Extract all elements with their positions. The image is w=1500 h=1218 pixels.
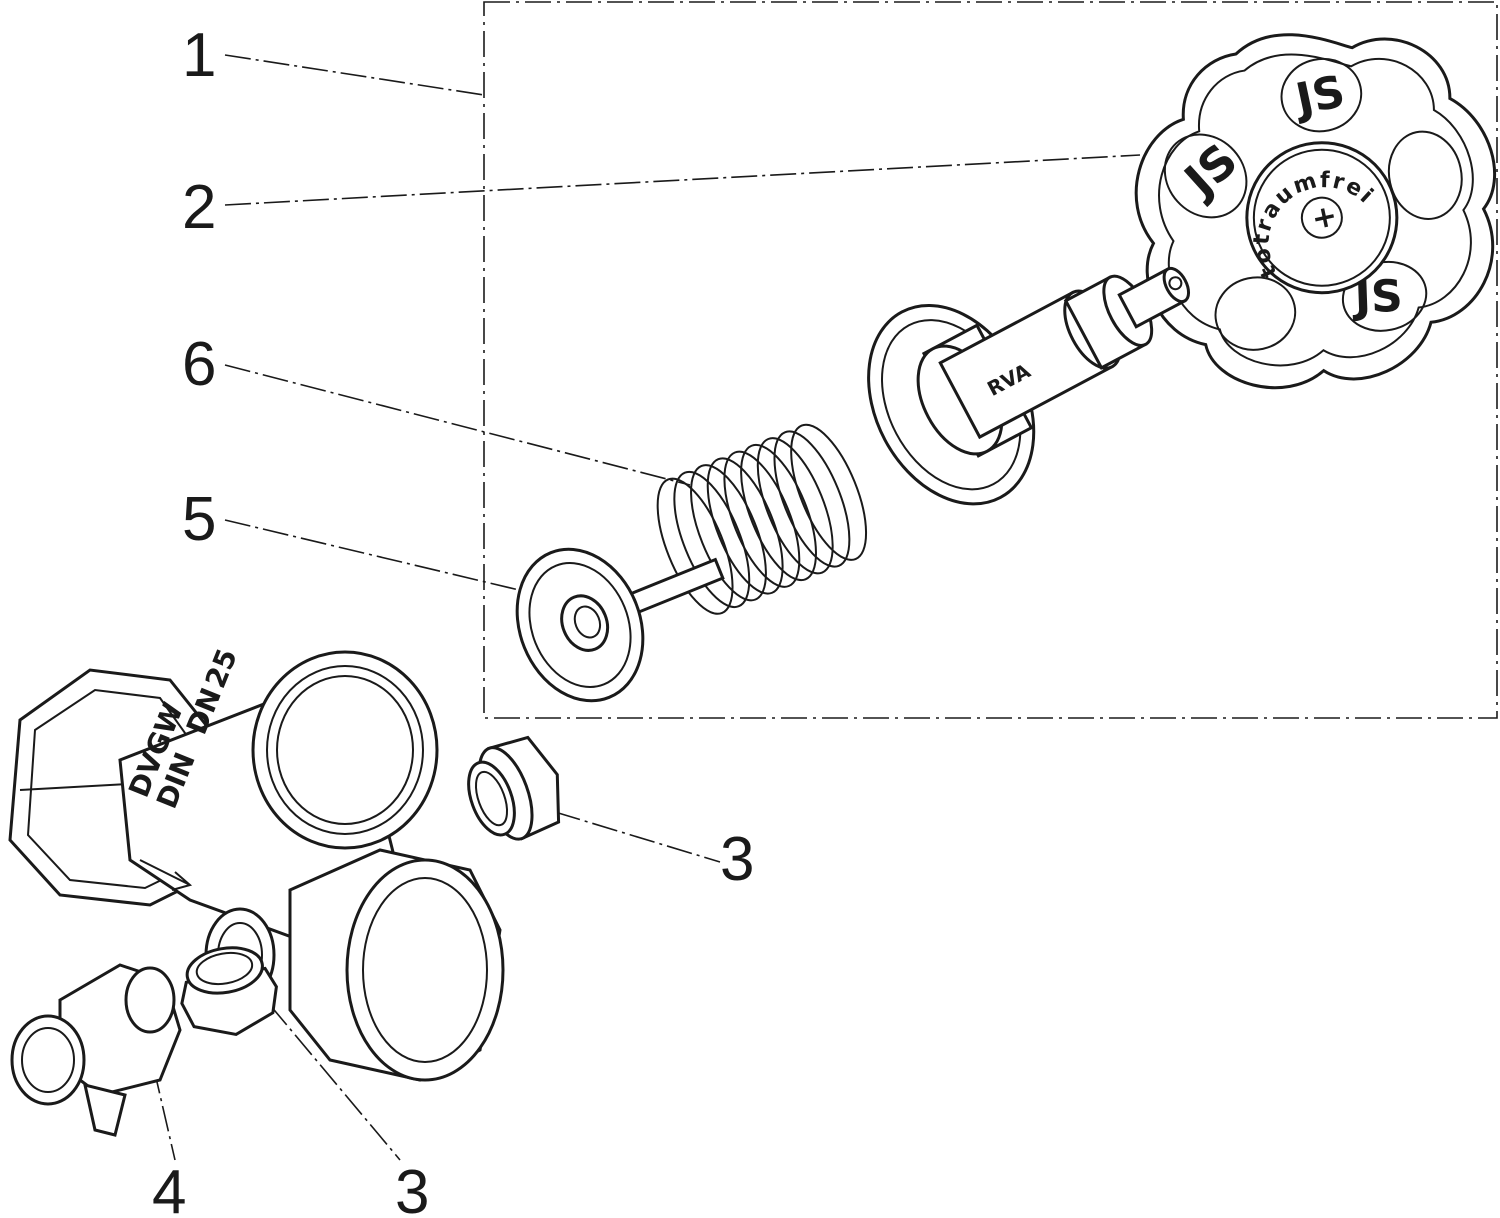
callout-6: 6 [182,330,216,399]
kit-frame [483,1,1498,719]
callout-3-lower: 3 [395,1158,429,1218]
leader-1 [224,54,485,96]
svg-text:25: 25 [199,644,244,692]
leader-6 [224,364,691,486]
callout-1: 1 [182,21,216,90]
leader-5 [224,519,541,596]
plug-upper [467,735,561,841]
leader-3-lower [269,1004,401,1161]
leader-2 [224,154,1141,206]
spring [656,423,868,615]
bonnet-spindle: RVA [867,266,1191,506]
handwheel: JS JS JS + totraumfrei [1134,33,1497,390]
callout-3-upper: 3 [720,825,754,894]
callout-2: 2 [182,173,216,242]
plug-lower [180,946,278,1037]
callout-5: 5 [182,485,216,554]
callout-4: 4 [152,1158,186,1218]
drain-valve [10,963,182,1137]
valve-disc-stem [515,547,725,703]
valve-body: DVGW DIN DN 25 [8,644,505,1082]
leader-3-upper [554,811,721,863]
